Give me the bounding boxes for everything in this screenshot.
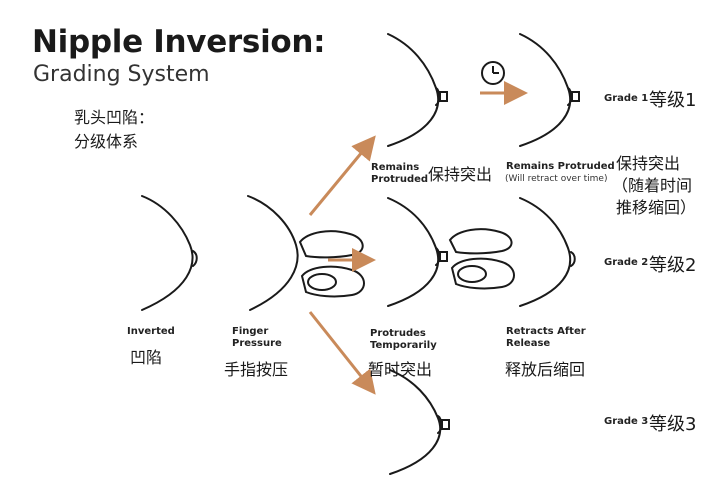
grade3-breast-outline	[389, 369, 442, 475]
finger-pressure-fingers	[298, 230, 365, 298]
label-protrudes-temporarily-zh: 暂时突出	[368, 360, 433, 379]
inverted-nipple	[192, 250, 198, 267]
page-title: Nipple Inversion:	[32, 24, 326, 60]
label-protruded: Protruded	[371, 174, 429, 185]
clock-icon	[481, 61, 505, 85]
label-protrudes-temporarily: Protrudes Temporarily	[370, 328, 437, 352]
grade-2-label-zh: 等级2	[649, 255, 697, 276]
grade1-nipple-right	[571, 91, 580, 102]
grade-3-label: Grade 3	[604, 416, 649, 427]
label-finger-pressure: Finger Pressure	[232, 326, 282, 350]
label-retracts-after-release-zh: 释放后缩回	[505, 360, 586, 379]
pressure-breast-outline	[247, 195, 299, 311]
label-remains-protruded-zh-1: 保持突出	[616, 154, 681, 173]
grade2-nipple-left	[439, 251, 448, 262]
label-inverted-zh: 凹陷	[130, 348, 163, 367]
grade3-nipple	[441, 419, 450, 430]
grade-1-label: Grade 1	[604, 93, 649, 104]
grade-2-label: Grade 2	[604, 257, 649, 268]
label-remains-protruded: Remains Protruded	[371, 162, 428, 186]
arrow-icon	[308, 135, 376, 216]
page-subtitle: Grading System	[33, 62, 210, 87]
label-remains-protruded-zh-2: （随着时间	[612, 176, 693, 195]
grade2-breast-left-outline	[387, 197, 440, 307]
label-remains-protruded-time: Remains Protruded	[506, 161, 615, 172]
arrow-icon	[308, 311, 376, 395]
label-protrudes: Protrudes	[370, 328, 426, 339]
page-title-zh-line1: 乳头凹陷：	[74, 108, 155, 127]
grade2-breast-right-outline	[519, 197, 572, 307]
grade1-breast-right-outline	[519, 33, 572, 147]
label-release: Release	[506, 338, 551, 349]
grade-3-label-zh: 等级3	[649, 414, 697, 435]
label-retracts-after-release: Retracts After Release	[506, 326, 586, 350]
label-pressure: Pressure	[232, 338, 282, 349]
label-remains-protruded-zh-3: 推移缩回）	[616, 198, 697, 217]
label-finger-pressure-zh: 手指按压	[224, 360, 289, 379]
grade-1-label-zh: 等级1	[649, 90, 697, 111]
label-remains-protruded-note: (Will retract over time)	[505, 174, 608, 184]
grade1-nipple-left	[439, 91, 448, 102]
label-retracts-after: Retracts After	[506, 326, 586, 337]
label-temporarily: Temporarily	[370, 340, 437, 351]
label-remains: Remains	[371, 162, 420, 173]
inverted-breast-outline	[141, 195, 194, 311]
page-title-zh-line2: 分级体系	[74, 132, 139, 151]
label-remains-protruded-zh: 保持突出	[428, 165, 493, 184]
label-finger: Finger	[232, 326, 269, 337]
grade1-breast-left-outline	[387, 33, 440, 147]
label-inverted: Inverted	[127, 326, 175, 337]
grade2-fingers	[448, 228, 515, 290]
